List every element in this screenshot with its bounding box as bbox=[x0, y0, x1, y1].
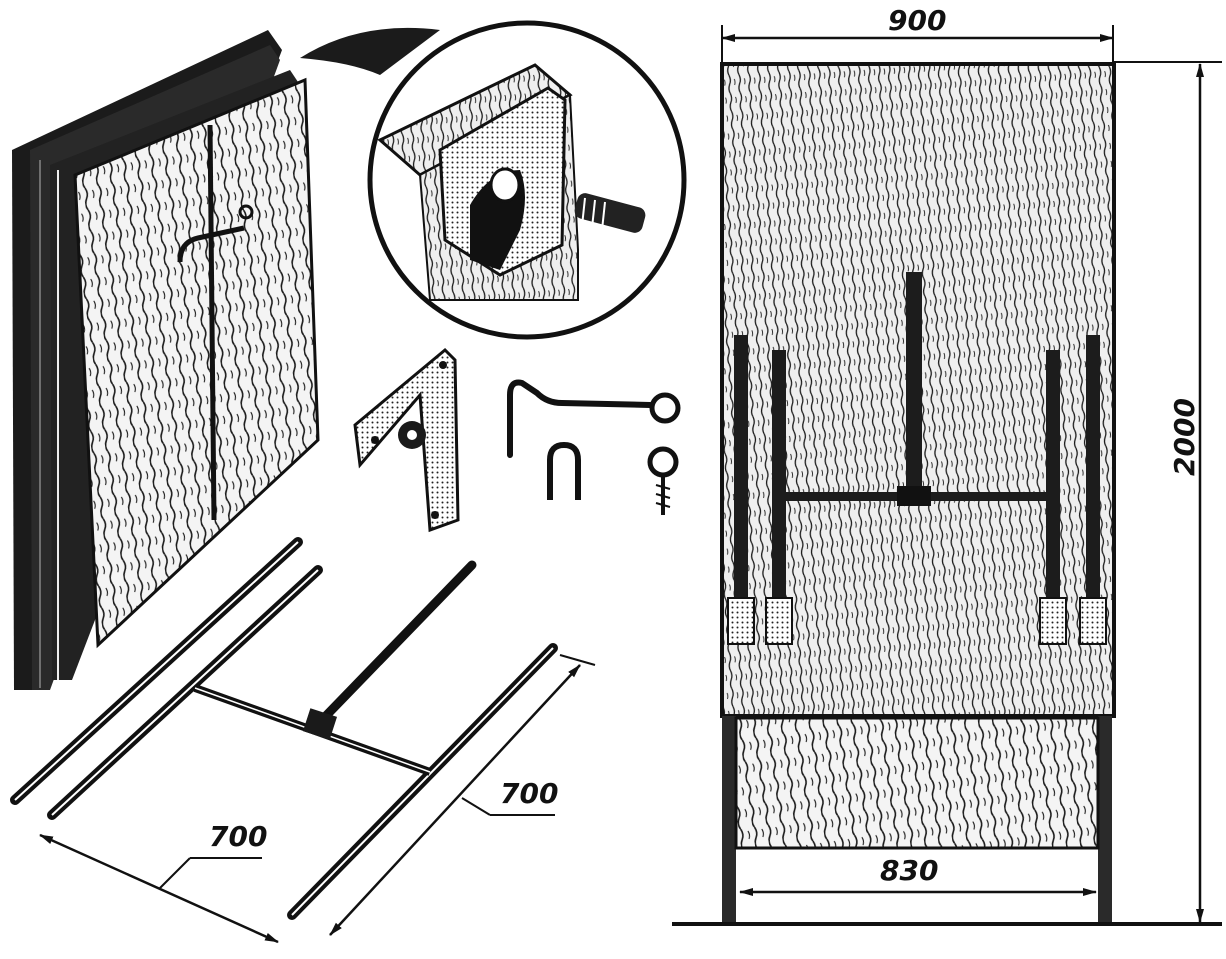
left-leg bbox=[722, 716, 736, 922]
folded-door-panels bbox=[12, 30, 320, 690]
hook-latch bbox=[507, 379, 681, 458]
dimension-inner-width: 830 bbox=[739, 854, 1097, 896]
assembled-elevation: 900 830 bbox=[672, 4, 1222, 926]
dimension-panel-width: 900 bbox=[721, 4, 1114, 62]
hinge-pin bbox=[574, 193, 646, 233]
right-leg bbox=[1098, 716, 1112, 922]
label-inner-width: 830 bbox=[880, 854, 938, 887]
detail-pointer bbox=[300, 27, 440, 76]
rod-frame bbox=[10, 537, 558, 920]
label-rod-side: 700 bbox=[500, 777, 558, 810]
eye-screw bbox=[647, 446, 679, 515]
u-staple bbox=[547, 441, 581, 500]
lower-board bbox=[734, 716, 1100, 850]
label-panel-width: 900 bbox=[888, 4, 946, 37]
dimension-rod-front: 700 bbox=[39, 820, 279, 944]
latch-hook-on-door bbox=[177, 204, 254, 263]
dimension-rod-side: 700 bbox=[329, 654, 596, 936]
label-panel-height: 2000 bbox=[1168, 398, 1201, 476]
magnified-hinge-detail bbox=[367, 20, 687, 340]
dimension-panel-height: 2000 bbox=[1114, 61, 1222, 923]
label-rod-front: 700 bbox=[209, 820, 267, 853]
hinge-bracket bbox=[353, 347, 460, 533]
panel-rod-assembly bbox=[727, 272, 1107, 645]
